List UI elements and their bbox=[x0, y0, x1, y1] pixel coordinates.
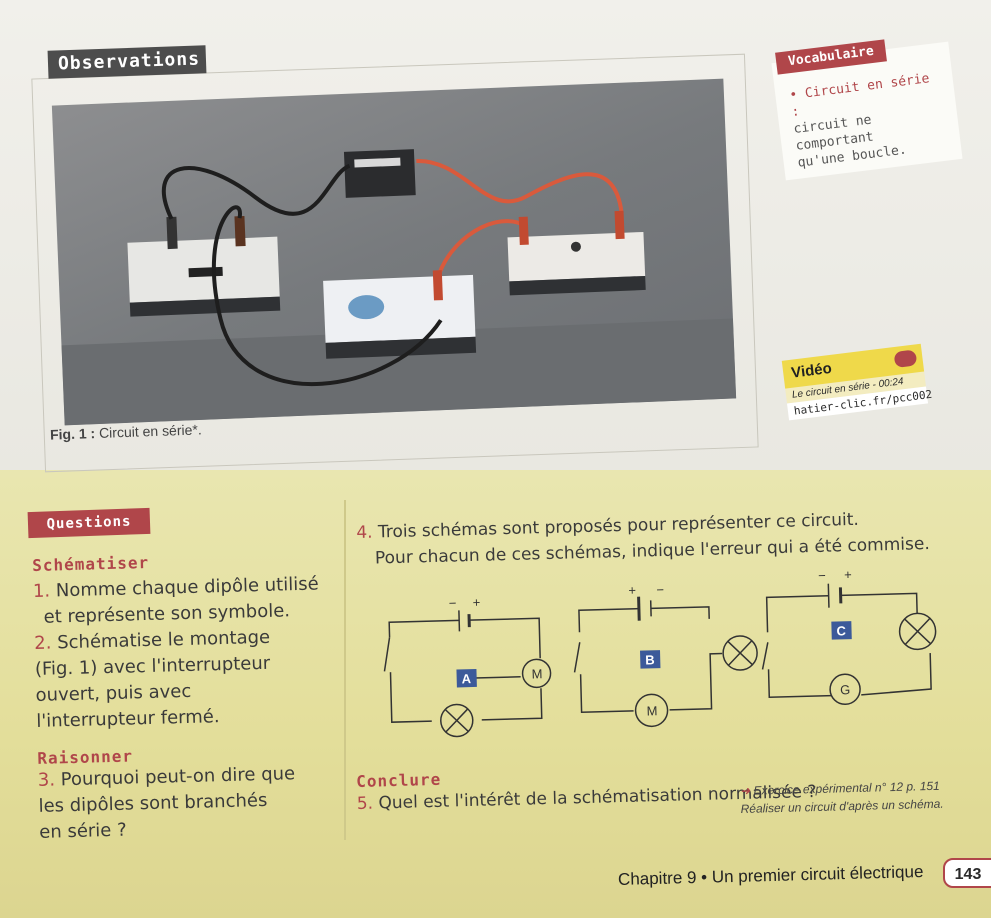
schema-c-minus: − bbox=[818, 568, 826, 583]
questions-label: Questions bbox=[27, 507, 151, 539]
schema-c-lamp bbox=[898, 612, 937, 651]
schema-a-lamp bbox=[440, 703, 474, 738]
left-column: Schématiser 1. Nomme chaque dipôle utili… bbox=[32, 548, 359, 846]
exercise-reference: ➜ Exercice expérimental n° 12 p. 151 Réa… bbox=[740, 778, 981, 816]
column-divider bbox=[344, 500, 346, 840]
schema-a-mid-wire bbox=[474, 676, 521, 679]
schema-c-battery-long bbox=[827, 583, 830, 608]
schema-a-motor-label: M bbox=[531, 666, 542, 681]
schema-a-bottom-wire bbox=[481, 688, 543, 721]
schema-a-badge-label: A bbox=[461, 671, 471, 686]
question-text-line: Nomme chaque dipôle utilisé bbox=[55, 573, 319, 602]
question-number: 3. bbox=[37, 769, 56, 791]
red-plug-2 bbox=[518, 216, 529, 245]
schema-b-open-switch bbox=[573, 642, 581, 673]
switch-lever bbox=[188, 266, 223, 278]
switch-box-base bbox=[129, 296, 281, 317]
schema-a-badge bbox=[456, 668, 477, 688]
arrow-right-icon: ➜ bbox=[740, 783, 754, 798]
brown-plug bbox=[234, 215, 246, 247]
question-number: 5. bbox=[356, 793, 374, 814]
schema-b-top-wire bbox=[578, 606, 710, 633]
wire-black-2 bbox=[211, 205, 443, 387]
battery-label bbox=[354, 157, 401, 168]
lamp-box-base bbox=[509, 275, 646, 296]
question-text-line: en série ? bbox=[38, 819, 127, 843]
page-number: 143 bbox=[943, 858, 991, 888]
lamp-box bbox=[507, 231, 646, 282]
question-text-line: Schématise le montage bbox=[56, 626, 271, 654]
black-plug-1 bbox=[166, 216, 178, 250]
observations-label: Observations bbox=[47, 45, 207, 79]
schema-a-motor bbox=[521, 658, 552, 689]
question-number: 2. bbox=[34, 632, 52, 654]
schema-b-motor-label: M bbox=[646, 703, 657, 718]
schema-a-open-switch bbox=[383, 637, 391, 672]
lamp-bulb bbox=[570, 241, 581, 252]
schema-b-lamp bbox=[722, 635, 758, 671]
figure-number: Fig. 1 : bbox=[49, 425, 96, 443]
video-label: Vidéo bbox=[790, 359, 833, 382]
schema-c-badge-label: C bbox=[836, 623, 846, 638]
schema-a-plus: + bbox=[472, 595, 480, 610]
wire-red-2 bbox=[435, 219, 529, 281]
questions-background bbox=[0, 470, 991, 918]
schema-a-minus: − bbox=[449, 595, 457, 610]
motor-box bbox=[323, 274, 476, 343]
schema-b-lamp-cross-2 bbox=[727, 640, 753, 666]
schema-b-battery-short bbox=[637, 596, 641, 621]
motor-propeller bbox=[348, 295, 385, 320]
battery bbox=[343, 149, 416, 198]
question-2: 2. Schématise le montage (Fig. 1) avec l… bbox=[34, 623, 357, 735]
red-plug-1 bbox=[432, 270, 443, 301]
schema-c-bottom-wire bbox=[861, 653, 932, 696]
schema-c-top-wire bbox=[765, 592, 918, 633]
circuit-photo bbox=[51, 78, 737, 426]
wire-black-1 bbox=[161, 163, 351, 220]
schema-b-right-wire bbox=[669, 652, 723, 711]
question-number: 4. bbox=[356, 522, 373, 543]
question-text-line: (Fig. 1) avec l'interrupteur bbox=[34, 652, 271, 680]
red-plug-3 bbox=[614, 210, 625, 240]
question-text-line: l'interrupteur fermé. bbox=[36, 706, 220, 732]
schema-a-left-wire bbox=[389, 672, 432, 723]
question-3: 3. Pourquoi peut-on dire que les dipôles… bbox=[38, 760, 360, 846]
schema-b-badge-label: B bbox=[645, 652, 655, 667]
schema-a-top-wire bbox=[388, 617, 541, 659]
schema-b-badge bbox=[640, 650, 661, 669]
schema-c-generator-label: G bbox=[840, 682, 851, 697]
question-text-line: ouvert, puis avec bbox=[35, 680, 192, 706]
schema-c-lamp-cross-2 bbox=[904, 617, 931, 646]
video-play-icon bbox=[893, 349, 918, 369]
circuit-schemas: − + + − − + M M G A B C bbox=[383, 567, 937, 738]
question-text-line: Pourquoi peut-on dire que bbox=[60, 763, 296, 791]
wire-red-1 bbox=[416, 159, 624, 214]
schema-c-left-wire bbox=[767, 669, 832, 699]
question-1: 1. Nomme chaque dipôle utilisé et représ… bbox=[33, 571, 354, 631]
schema-c-open-switch bbox=[761, 642, 769, 670]
question-text-line: les dipôles sont branchés bbox=[38, 789, 268, 817]
schema-c-badge bbox=[831, 621, 852, 640]
schema-a-lamp-cross-2 bbox=[445, 708, 469, 733]
question-number: 1. bbox=[32, 580, 51, 602]
schema-a-battery-long bbox=[458, 610, 461, 632]
question-text-line: et représente son symbole. bbox=[43, 600, 291, 628]
schema-b-minus: − bbox=[656, 582, 664, 597]
schema-c-plus: + bbox=[844, 567, 852, 582]
circuit-photo-drawing bbox=[61, 149, 737, 426]
schema-c-generator bbox=[829, 673, 861, 706]
schema-b-motor bbox=[634, 693, 669, 728]
schema-b-plus: + bbox=[628, 583, 636, 598]
schema-b-left-wire bbox=[579, 674, 634, 713]
motor-box-base bbox=[325, 336, 477, 359]
